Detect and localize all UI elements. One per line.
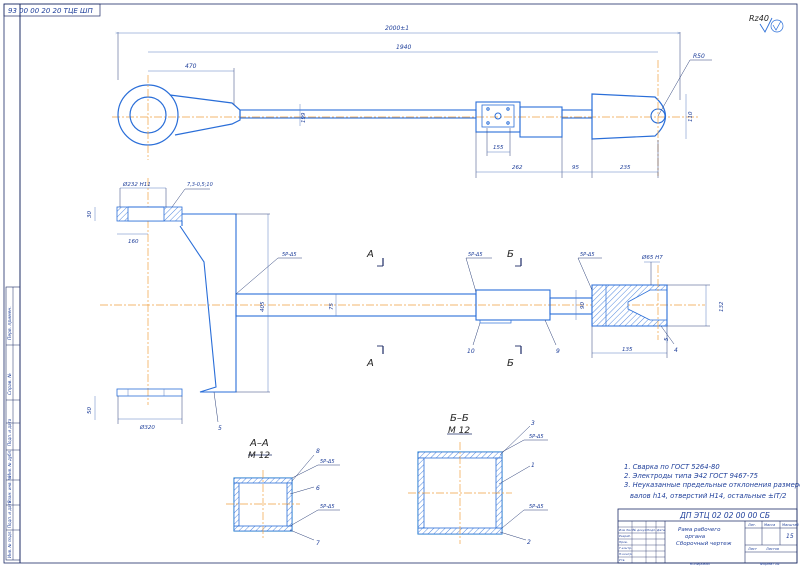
roughness-value: Rz40 — [749, 14, 769, 23]
callout-9: 9 — [556, 348, 560, 355]
note-1: 1. Сварка по ГОСТ 5264-80 — [624, 463, 720, 471]
section-a-scale: М 12 — [248, 451, 270, 461]
dim-bore-bottom: Ø320 — [139, 424, 155, 431]
section-b-callout-1: 1 — [531, 462, 535, 469]
doc-code-rotated: 93 00 00 20 20 ТЦЕ ШП — [8, 7, 94, 15]
title-sheet: Лист — [747, 547, 758, 551]
dim-gap-length: 95 — [572, 165, 579, 171]
section-b-scale: М 12 — [448, 426, 470, 436]
dim-chamfer-top: 7,3-0,5;10 — [187, 182, 213, 188]
roughness-symbol: Rz40 — [749, 14, 784, 33]
weld-2: 5Р-Δ5 — [468, 252, 483, 258]
section-a-title: А–А — [249, 438, 269, 449]
dim-fork-offset: 5 — [664, 337, 670, 341]
strip-label-7: Инв. № подл. — [7, 530, 12, 558]
title-row-prov: Пров. — [619, 540, 628, 544]
title-row-tkontr: Т.контр. — [619, 546, 632, 550]
title-row-sign: Подп. — [647, 528, 656, 532]
section-b-weld-1: 5Р-Δ5 — [529, 434, 544, 440]
title-row-date: Дата — [656, 528, 665, 532]
title-row-utv: Утв. — [619, 558, 625, 562]
note-4: валов h14, отверстий H14, остальные ±IT/… — [630, 492, 787, 500]
title-format: Формат А1 — [760, 562, 780, 566]
title-row-nkontr: Н.контр. — [619, 552, 632, 556]
dim-axis-length: 1940 — [396, 44, 411, 51]
dim-fork-length: 135 — [622, 347, 633, 353]
left-stamp-strip: Перв. примен. Справ. № Подп. и дата Инв.… — [5, 286, 21, 561]
strip-label-6: Подп. и дата — [7, 500, 12, 528]
dim-beam-height: 75 — [329, 303, 335, 310]
title-row-razrab: Разраб. — [619, 534, 631, 538]
section-a-a — [226, 454, 340, 541]
dim-frame-height: 405 — [260, 301, 266, 312]
section-a-weld-1: 5Р-Δ5 — [320, 459, 335, 465]
title-row-izm: Изм Лист — [619, 528, 634, 532]
section-a-callout-7: 7 — [316, 540, 320, 547]
dim-flange-half: 160 — [128, 239, 139, 245]
dim-head-length: 470 — [185, 63, 197, 70]
title-name-1: Рама рабочего — [678, 527, 721, 533]
dim-bore-top: Ø232 H11 — [122, 181, 151, 188]
section-mark-b-bottom: Б — [507, 358, 514, 369]
title-name-2: органа — [685, 534, 706, 540]
callout-10: 10 — [467, 348, 475, 355]
dim-fork-length: 235 — [620, 165, 631, 171]
section-b-callout-2: 2 — [527, 539, 531, 546]
section-b-callout-3: 3 — [531, 420, 535, 427]
title-block — [617, 508, 798, 564]
section-b-b — [408, 425, 548, 544]
dim-flange-thick: 30 — [87, 211, 93, 218]
strip-label-4: Инв. № дубл. — [7, 450, 12, 477]
dim-fork-height: 132 — [719, 301, 725, 312]
dim-eye-radius: R50 — [693, 53, 705, 60]
title-sheets: Листов — [765, 547, 779, 551]
section-b-title: Б–Б — [450, 413, 469, 424]
callout-5: 5 — [218, 425, 222, 432]
title-copied: Копировал — [690, 562, 711, 566]
front-view — [94, 178, 710, 424]
section-mark-b-top: Б — [507, 249, 514, 260]
dim-sleeve-length: 262 — [512, 165, 523, 171]
section-mark-a-top: А — [366, 249, 374, 260]
title-col-scale: Масштаб — [782, 523, 799, 527]
dim-fork-width: 110 — [688, 111, 694, 122]
strip-label-3: Подп. и дата — [7, 418, 12, 446]
section-b-weld-2: 5Р-Δ5 — [529, 504, 544, 510]
section-mark-a-bottom: А — [366, 358, 374, 369]
dim-fork-bore: Ø65 H7 — [641, 254, 663, 261]
dim-sleeve-height: 90 — [580, 302, 586, 309]
dim-plate-holes: 155 — [493, 145, 504, 151]
section-a-callout-8: 8 — [316, 448, 320, 455]
weld-1: 5Р-Δ5 — [282, 252, 297, 258]
strip-label-1: Перв. примен. — [7, 306, 13, 340]
dim-overall-length: 2000±1 — [385, 25, 409, 32]
note-2: 2. Электроды типа Э42 ГОСТ 9467-75 — [624, 472, 758, 480]
top-view — [112, 32, 712, 178]
note-3: 3. Неуказанные предельные отклонения раз… — [624, 481, 800, 489]
dim-flange-bottom: 50 — [87, 407, 93, 414]
title-col-mass: Масса — [764, 523, 775, 527]
title-scale-value: 15 — [786, 533, 794, 540]
title-name-3: Сборочный чертеж — [676, 541, 732, 547]
section-a-weld-2: 5Р-Δ5 — [320, 504, 335, 510]
weld-3: 5Р-Δ5 — [580, 252, 595, 258]
title-row-doc: № докум — [632, 528, 648, 532]
title-designation: ДП ЭТЦ 02 02 00 00 СБ — [679, 511, 770, 520]
strip-label-5: Взам. инв. № — [7, 476, 12, 503]
title-col-lit: Лит. — [747, 523, 756, 527]
section-a-callout-6: 6 — [316, 485, 320, 492]
callout-4: 4 — [674, 347, 678, 354]
strip-label-2: Справ. № — [7, 373, 13, 395]
dim-beam-width: 199 — [301, 112, 307, 123]
